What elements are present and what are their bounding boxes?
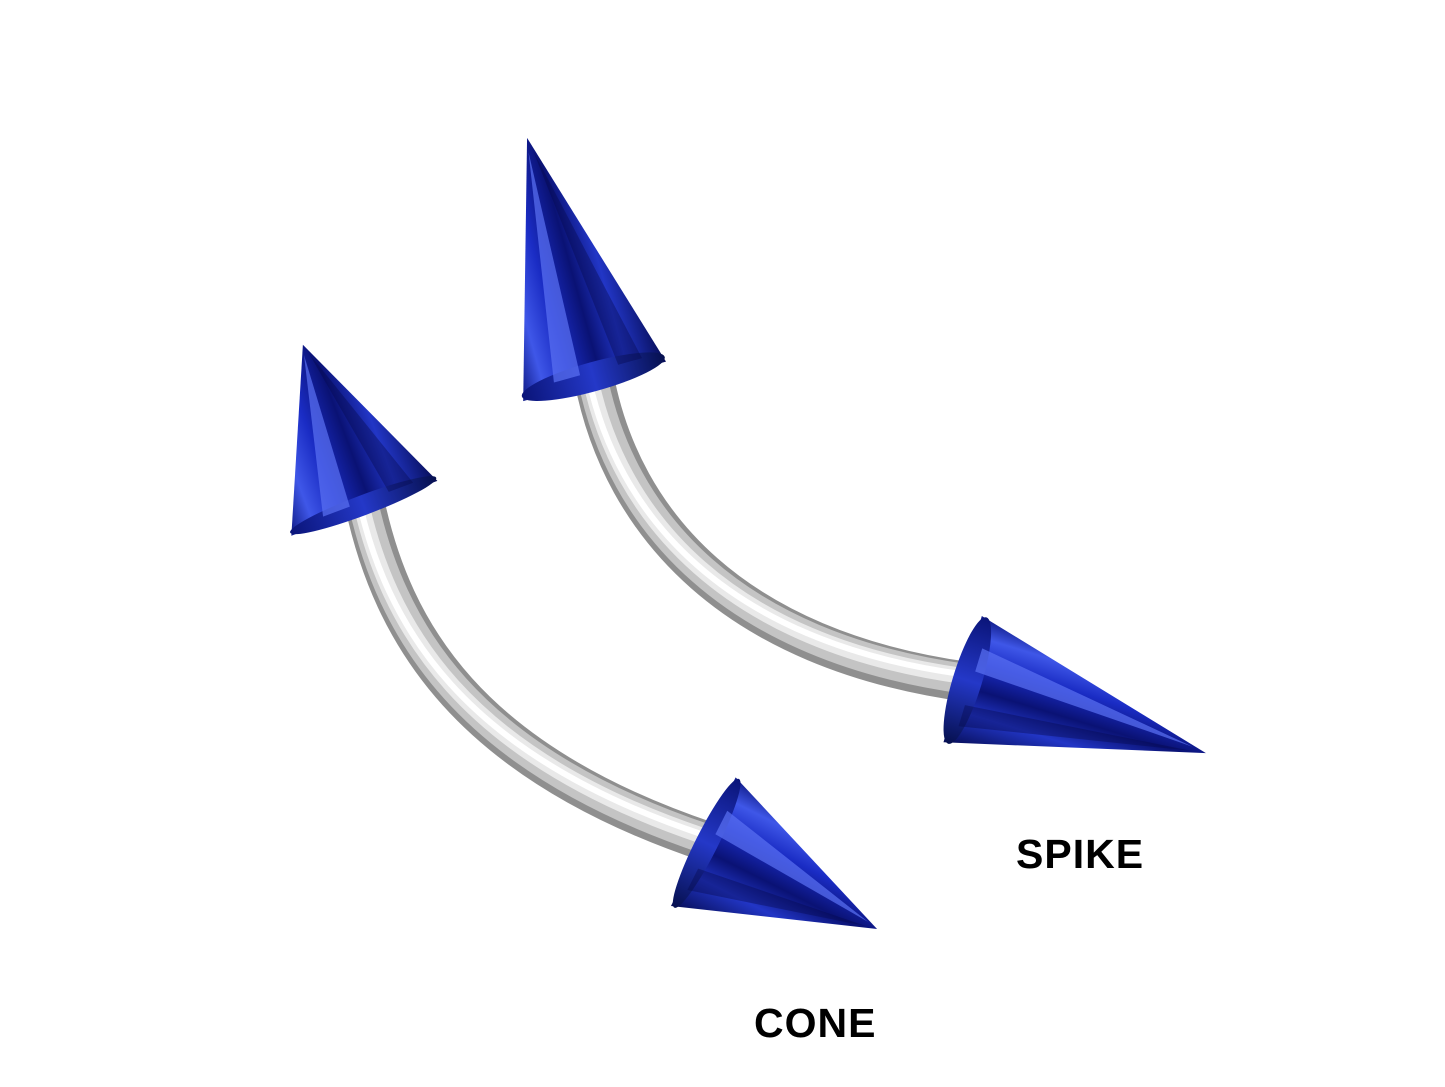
cone-end-bottom (664, 773, 910, 994)
spike-barbell-shaft (574, 358, 988, 702)
spike-barbell (455, 118, 1226, 817)
spike-end-top (455, 118, 669, 411)
spike-end-bottom (934, 613, 1226, 817)
cone-barbell-shaft (344, 480, 728, 862)
cone-barbell (229, 317, 910, 994)
cone-end-top (229, 317, 440, 543)
cone-label: CONE (754, 1000, 877, 1046)
spike-label: SPIKE (1016, 831, 1145, 877)
